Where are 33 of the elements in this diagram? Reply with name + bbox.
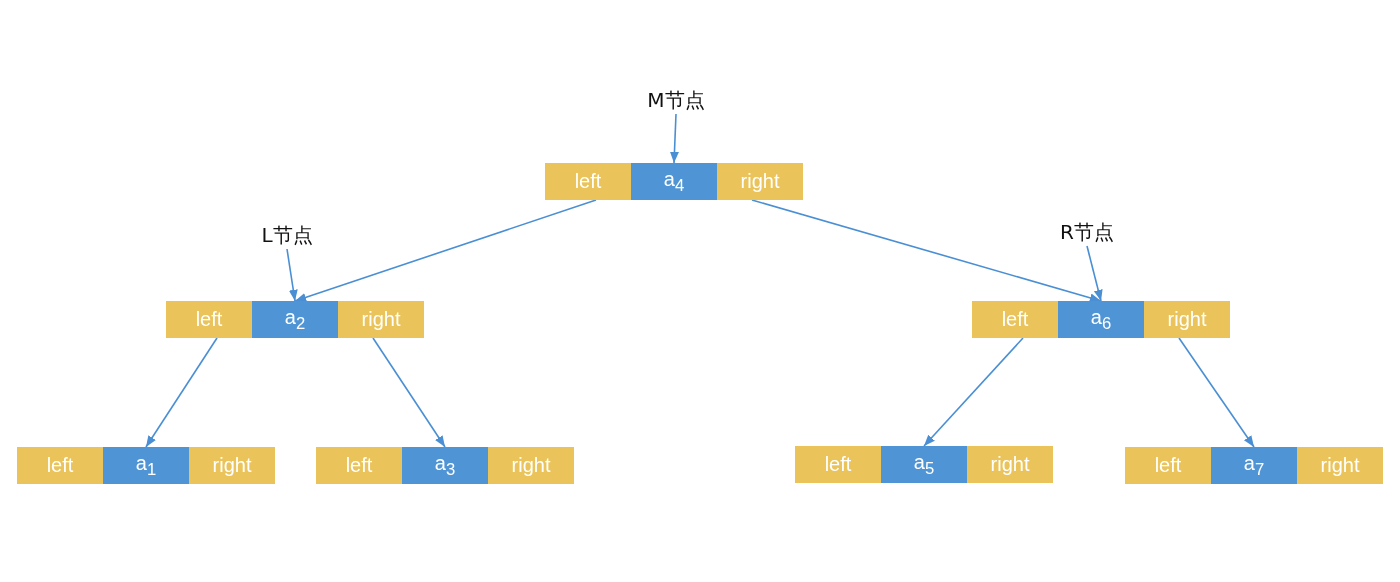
value-cell: a$_{1}$ bbox=[103, 447, 189, 484]
arrow bbox=[923, 337, 1024, 447]
pointer-cell: left bbox=[545, 163, 631, 200]
arrow bbox=[372, 337, 446, 448]
arrow bbox=[286, 248, 298, 302]
value-cell: a$_{3}$ bbox=[402, 447, 488, 484]
pointer-cell: right bbox=[967, 446, 1053, 483]
value-cell: a$_{7}$ bbox=[1211, 447, 1297, 484]
pointer-cell: right bbox=[338, 301, 424, 338]
value-cell: a$_{6}$ bbox=[1058, 301, 1144, 338]
arrow bbox=[145, 337, 218, 448]
pointer-cell: left bbox=[166, 301, 252, 338]
arrow bbox=[1086, 245, 1103, 302]
pointer-cell: right bbox=[189, 447, 275, 484]
pointer-cell: left bbox=[972, 301, 1058, 338]
pointer-cell: right bbox=[488, 447, 574, 484]
arrow bbox=[751, 199, 1102, 303]
pointer-cell: left bbox=[795, 446, 881, 483]
arrow bbox=[1178, 337, 1255, 448]
pointer-cell: left bbox=[1125, 447, 1211, 484]
value-cell: a$_{2}$ bbox=[252, 301, 338, 338]
pointer-cell: right bbox=[1297, 447, 1383, 484]
value-cell: a$_{5}$ bbox=[881, 446, 967, 483]
pointer-cell: left bbox=[17, 447, 103, 484]
arrow bbox=[670, 113, 679, 164]
pointer-cell: left bbox=[316, 447, 402, 484]
pointer-cell: right bbox=[717, 163, 803, 200]
pointer-cell: right bbox=[1144, 301, 1230, 338]
node-label: R节点 bbox=[1047, 218, 1127, 246]
node-label: M节点 bbox=[636, 86, 716, 114]
node-label: L节点 bbox=[247, 221, 327, 249]
arrow bbox=[294, 199, 597, 302]
value-cell: a$_{4}$ bbox=[631, 163, 717, 200]
